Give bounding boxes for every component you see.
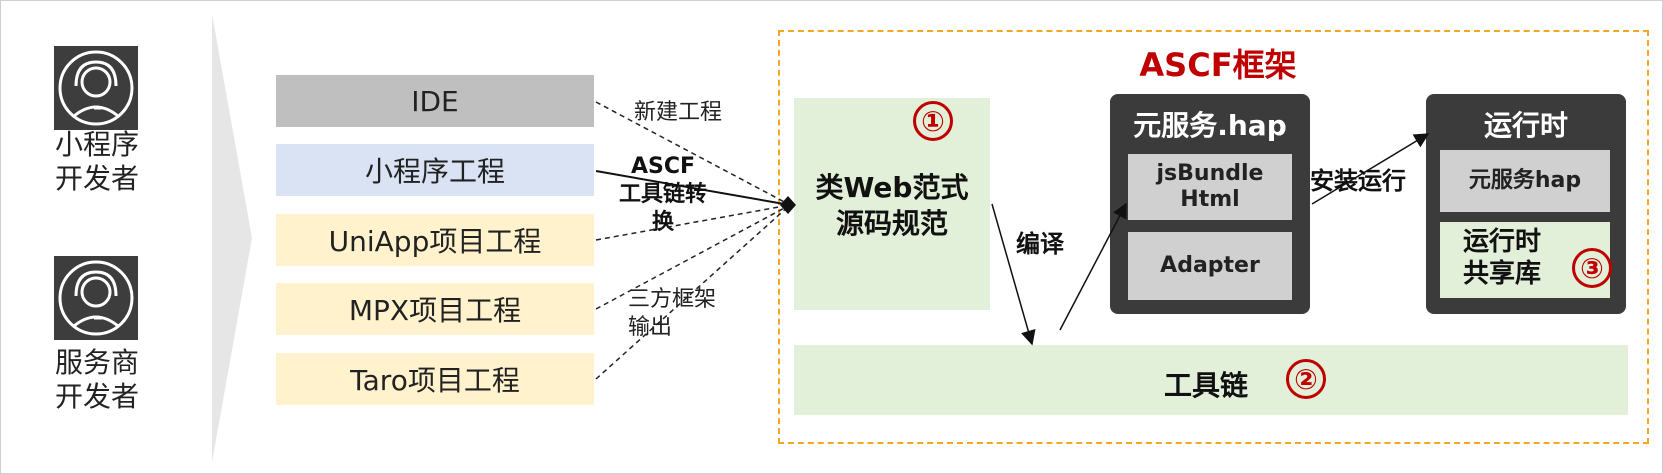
project-ide: IDE bbox=[276, 75, 594, 127]
chevron-separator bbox=[212, 14, 252, 462]
solid-line-mini-program bbox=[595, 170, 791, 206]
ascf-title: ASCF框架 bbox=[1139, 46, 1297, 84]
toolchain-box bbox=[794, 345, 1628, 415]
runtime-shared-lib-label: 运行时 共享库 bbox=[1462, 227, 1541, 289]
note-new-project: 新建工程 bbox=[634, 100, 723, 125]
role-service-developer: 服务商 开发者 bbox=[54, 346, 139, 413]
dashed-line-mpx bbox=[595, 204, 791, 310]
user-headset-icon bbox=[54, 46, 138, 130]
install-run-label: 安装运行 bbox=[1310, 167, 1406, 195]
source-spec-box bbox=[794, 98, 990, 310]
dashed-line-taro bbox=[595, 204, 791, 380]
arrow-install-run bbox=[1311, 133, 1430, 205]
dashed-line-uniapp bbox=[595, 204, 791, 241]
project-taro: Taro项目工程 bbox=[276, 353, 594, 405]
arrow-compile-down bbox=[991, 203, 1036, 346]
user-headset-icon bbox=[54, 256, 138, 340]
marker-3: ③ bbox=[1572, 248, 1612, 288]
dashed-line-ide bbox=[595, 101, 791, 206]
project-mpx: MPX项目工程 bbox=[276, 283, 594, 335]
compile-label: 编译 bbox=[1016, 230, 1064, 258]
marker-1: ① bbox=[913, 101, 953, 141]
runtime-hap: 元服务hap bbox=[1440, 150, 1610, 212]
marker-2: ② bbox=[1286, 359, 1326, 399]
project-mini-program: 小程序工程 bbox=[276, 144, 594, 196]
hap-adapter: Adapter bbox=[1128, 232, 1292, 300]
role-mini-developer: 小程序 开发者 bbox=[54, 128, 139, 195]
note-third-party: 三方框架 输出 bbox=[628, 287, 717, 340]
junction-diamond bbox=[780, 196, 796, 214]
arrow-compile-up bbox=[1059, 202, 1127, 331]
hap-jsbundle-html: jsBundle Html bbox=[1128, 154, 1292, 220]
note-ascf-convert: ASCF 工具链转 换 bbox=[618, 154, 707, 235]
source-spec-label: 类Web范式 源码规范 bbox=[815, 171, 969, 240]
toolchain-label: 工具链 bbox=[1164, 369, 1249, 402]
project-uniapp: UniApp项目工程 bbox=[276, 214, 594, 266]
ascf-framework-box bbox=[778, 30, 1649, 444]
